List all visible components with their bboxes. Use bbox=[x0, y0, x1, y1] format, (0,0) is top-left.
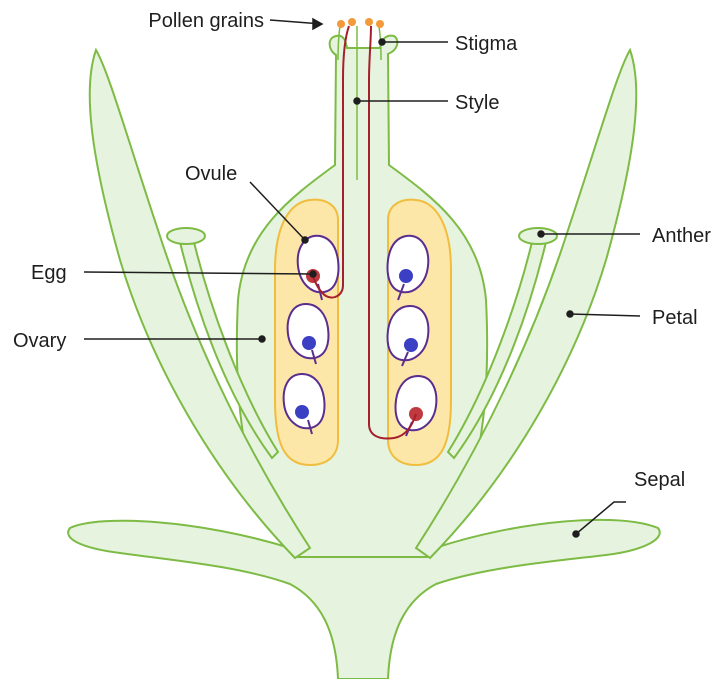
label-egg: Egg bbox=[31, 262, 67, 284]
egg-dot bbox=[399, 269, 413, 283]
anther-left bbox=[167, 228, 205, 244]
pollen-grain bbox=[376, 20, 384, 28]
leader-anther-dot bbox=[538, 231, 544, 237]
pollen-grain bbox=[348, 18, 356, 26]
leader-ovary-dot bbox=[259, 336, 265, 342]
leader-ovule-dot bbox=[302, 237, 308, 243]
egg-dot bbox=[404, 338, 418, 352]
egg-dot bbox=[295, 405, 309, 419]
label-style: Style bbox=[455, 92, 499, 114]
label-ovary: Ovary bbox=[13, 330, 66, 352]
label-sepal: Sepal bbox=[634, 469, 685, 491]
leader-stigma-dot bbox=[379, 39, 385, 45]
leader-sepal-dot bbox=[573, 531, 579, 537]
pollen-grain bbox=[365, 18, 373, 26]
leader-egg-dot bbox=[310, 271, 316, 277]
label-anther: Anther bbox=[652, 225, 711, 247]
label-ovule: Ovule bbox=[185, 163, 237, 185]
label-pollen-grains: Pollen grains bbox=[148, 10, 264, 32]
leader-pollen-arrowhead bbox=[313, 19, 322, 29]
leader-style-dot bbox=[354, 98, 360, 104]
label-petal: Petal bbox=[652, 307, 698, 329]
leader-petal-dot bbox=[567, 311, 573, 317]
egg-dot bbox=[302, 336, 316, 350]
label-stigma: Stigma bbox=[455, 33, 518, 55]
pollen-grains bbox=[337, 18, 384, 28]
pollen-grain bbox=[337, 20, 345, 28]
